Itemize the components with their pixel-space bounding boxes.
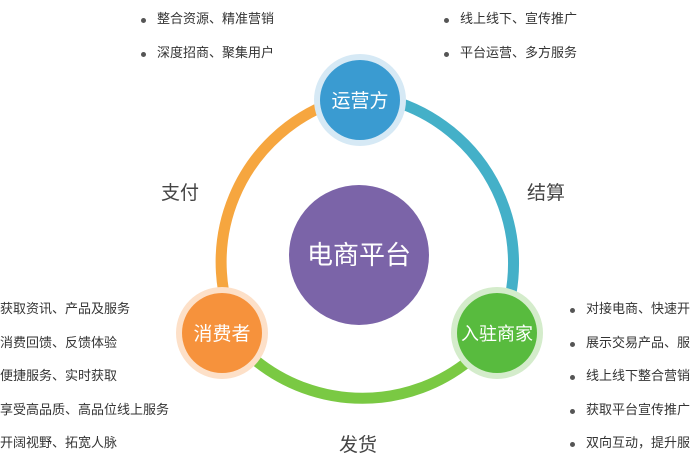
list-item: 展示交易产品、服 bbox=[570, 336, 690, 352]
list-item: 双向互动，提升服 bbox=[570, 436, 690, 452]
node-right-label: 入驻商家 bbox=[461, 324, 533, 345]
list-item: 享受高品质、高品位线上服务 bbox=[0, 403, 169, 419]
list-item: 对接电商、快速开 bbox=[570, 302, 690, 318]
list-top-left: 整合资源、精准营销 深度招商、聚集用户 bbox=[141, 12, 274, 80]
node-top-circle bbox=[320, 60, 400, 140]
edge-left-label: 支付 bbox=[161, 182, 199, 204]
list-item: 线上线下整合营销 bbox=[570, 369, 690, 385]
list-left: 获取资讯、产品及服务 消费回馈、反馈体验 便捷服务、实时获取 享受高品质、高品位… bbox=[0, 302, 169, 470]
node-right-circle bbox=[457, 293, 537, 373]
list-item: 深度招商、聚集用户 bbox=[141, 46, 274, 62]
list-item: 开阔视野、拓宽人脉 bbox=[0, 436, 169, 452]
center-label: 电商平台 bbox=[307, 241, 411, 271]
list-item: 整合资源、精准营销 bbox=[141, 12, 274, 28]
list-item: 获取资讯、产品及服务 bbox=[0, 302, 169, 318]
list-item: 便捷服务、实时获取 bbox=[0, 369, 169, 385]
edge-right-label: 结算 bbox=[527, 182, 565, 204]
list-top-right: 线上线下、宣传推广 平台运营、多方服务 bbox=[444, 12, 577, 80]
node-left-label: 消费者 bbox=[193, 323, 250, 345]
list-item: 获取平台宣传推广 bbox=[570, 403, 690, 419]
list-right: 对接电商、快速开 展示交易产品、服 线上线下整合营销 获取平台宣传推广 双向互动… bbox=[570, 302, 690, 470]
edge-bottom-label: 发货 bbox=[339, 434, 377, 456]
center-circle bbox=[289, 185, 429, 325]
node-top-label: 运营方 bbox=[331, 90, 388, 112]
list-item: 线上线下、宣传推广 bbox=[444, 12, 577, 28]
list-item: 平台运营、多方服务 bbox=[444, 46, 577, 62]
list-item: 消费回馈、反馈体验 bbox=[0, 336, 169, 352]
bottom-arc bbox=[251, 355, 474, 404]
node-left-circle bbox=[182, 293, 262, 373]
